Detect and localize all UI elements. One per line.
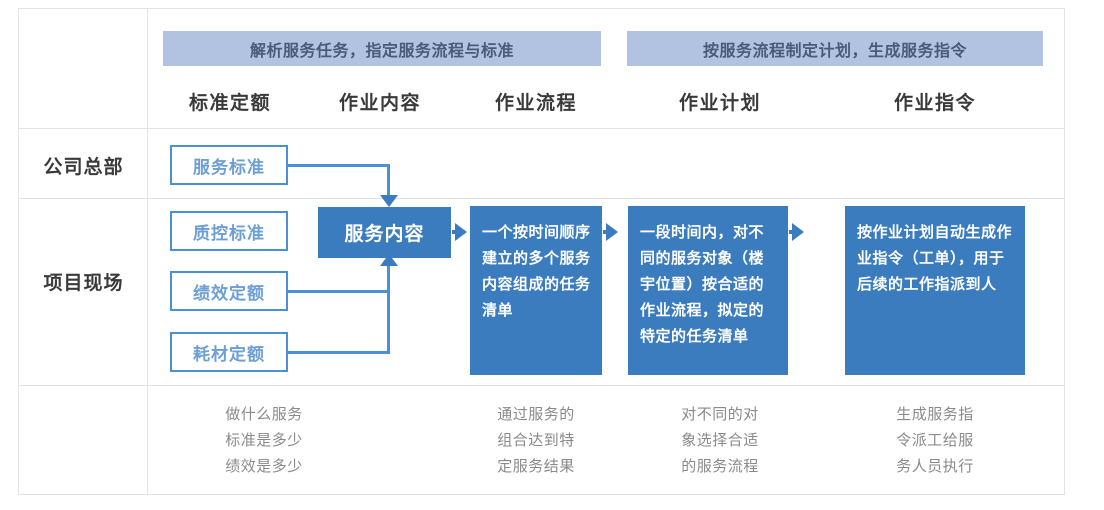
box-performance-quota[interactable]: 绩效定额 (170, 271, 288, 311)
banner-label: 解析服务任务，指定服务流程与标准 (249, 42, 514, 60)
connector-service-standard-horizontal (287, 164, 390, 167)
row-label-project-site: 项目现场 (43, 273, 124, 294)
column-header-work-content: 作业内容 (338, 93, 421, 114)
column-header-work-plan: 作业计划 (678, 93, 761, 114)
banner-parse-service-task: 解析服务任务，指定服务流程与标准 (163, 31, 601, 66)
connector-performance-quota-horizontal (287, 290, 390, 293)
caption-work-process: 对不同的对 象选择合适 的服务流程 (681, 406, 759, 475)
arrow-into-service-content (380, 195, 398, 207)
box-work-instruction[interactable]: 按作业计划自动生成作业指令（工单），用于后续的工作指派到人 (845, 206, 1025, 375)
row-label-headquarters: 公司总部 (43, 157, 124, 178)
box-service-standard[interactable]: 服务标准 (170, 145, 288, 185)
arrow-content-to-process (455, 223, 467, 241)
arrow-plan-to-instruction (792, 223, 804, 241)
caption-work-plan: 生成服务指 令派工给服 务人员执行 (896, 406, 974, 475)
arrow-process-to-plan (606, 223, 618, 241)
box-consumable-quota[interactable]: 耗材定额 (170, 332, 288, 372)
column-header-standard-quota: 标准定额 (188, 93, 271, 114)
banner-plan-and-instruct: 按服务流程制定计划，生成服务指令 (627, 31, 1043, 66)
column-header-work-process: 作业流程 (494, 93, 577, 114)
column-divider (147, 8, 148, 495)
caption-work-content: 通过服务的 组合达到特 定服务结果 (497, 406, 575, 475)
connector-service-standard-vertical (387, 164, 390, 197)
row-divider-bottom (18, 385, 1065, 386)
box-service-content[interactable]: 服务内容 (318, 207, 451, 258)
column-header-work-instruction: 作业指令 (893, 93, 976, 114)
box-quality-control-standard[interactable]: 质控标准 (170, 211, 288, 251)
box-work-plan[interactable]: 一段时间内，对不同的服务对象（楼宇位置）按合适的作业流程，拟定的特定的任务清单 (628, 206, 788, 375)
row-divider-middle (18, 198, 1065, 199)
connector-consumable-quota-horizontal (287, 351, 390, 354)
banner-label: 按服务流程制定计划，生成服务指令 (702, 42, 967, 60)
box-work-process[interactable]: 一个按时间顺序建立的多个服务内容组成的任务清单 (470, 206, 602, 375)
caption-standard-quota: 做什么服务 标准是多少 绩效是多少 (225, 406, 303, 475)
row-divider-top (18, 128, 1065, 129)
connector-quota-merge-vertical (387, 262, 390, 354)
